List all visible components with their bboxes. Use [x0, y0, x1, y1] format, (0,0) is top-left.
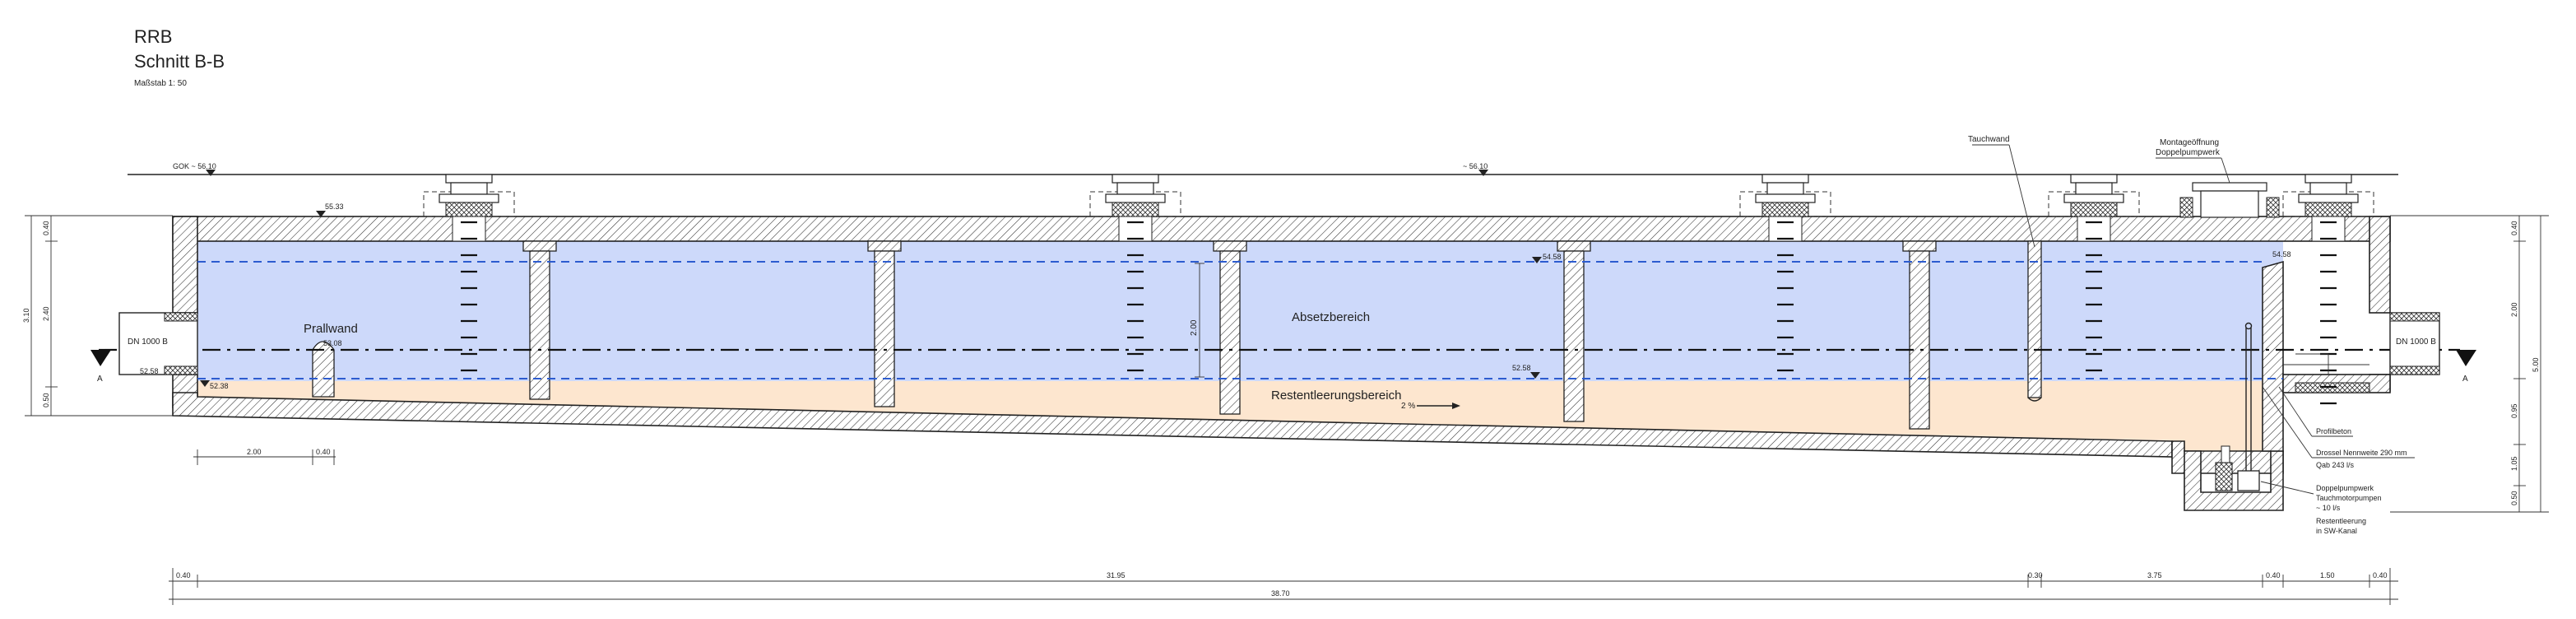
section-mark-right-label: A [2462, 375, 2468, 384]
left-vertical-dimensions: 0.40 2.40 0.50 3.10 [22, 215, 173, 417]
outlet-dn-label: DN 1000 B [2396, 337, 2436, 347]
bottom-dim-5: 0.40 [2266, 571, 2281, 579]
profilbeton-label: Profilbeton [2316, 427, 2351, 435]
prallwand: Prallwand 53.08 [304, 322, 358, 398]
gok-level-label: GOK ~ 56.10 [173, 162, 216, 170]
restentleerung-area [197, 381, 2283, 451]
left-v-dim-3: 0.50 [42, 393, 50, 407]
bottom-dimension-chain: 0.40 31.95 0.30 3.75 0.40 1.50 0.40 38.7… [169, 568, 2398, 605]
invert-inlet-label: 52.58 [140, 367, 159, 375]
absetz-height-dimension: 2.00 [1190, 263, 1204, 378]
section-mark-left-label: A [97, 375, 103, 384]
tauchwand: Tauchwand [1968, 135, 2042, 402]
support-columns [522, 240, 1937, 430]
restentleerung-label: Restentleerungsbereich [1271, 389, 1401, 403]
section-marker-right: A [2456, 350, 2476, 384]
section-arrow-left-icon [91, 350, 111, 366]
bottom-dim-2: 31.95 [1107, 571, 1126, 579]
bottom-dim-6: 1.50 [2320, 571, 2335, 579]
absetzbereich-label: Absetzbereich [1292, 310, 1370, 324]
small-dim-label-2: 0.40 [316, 448, 331, 456]
right-v-dim-4: 1.05 [2510, 456, 2518, 471]
ground-line: GOK ~ 56.10 ~ 56.10 [128, 162, 2398, 176]
column [1902, 240, 1937, 430]
pump-label-2: Tauchmotorpumpen [2316, 494, 2382, 502]
bottom-dim-total: 38.70 [1271, 589, 1290, 598]
prallwand-level-label: 53.08 [323, 339, 342, 347]
drossel-label-2: Qab 243 l/s [2316, 461, 2355, 469]
montage-label-1: Montageöffnung [2160, 138, 2219, 147]
manholes [423, 174, 2374, 405]
right-vertical-dimensions: 0.40 2.00 0.95 1.05 0.50 5.00 [2390, 215, 2549, 513]
column [522, 240, 557, 400]
right-v-dim-3: 0.95 [2510, 403, 2518, 418]
slope-label: 2 % [1401, 402, 1415, 411]
level-marker-icon [200, 380, 210, 387]
concrete-structure [172, 216, 2391, 511]
left-v-dim-1: 0.40 [42, 221, 50, 235]
drawing-scale: Maßstab 1: 50 [134, 79, 187, 88]
pump-label-4: Restentleerung [2316, 517, 2366, 525]
slope-arrow-icon [1452, 403, 1460, 409]
max-water-level-label: 54.58 [1543, 253, 1562, 261]
level-marker-icon [1530, 372, 1540, 379]
level-markers: 55.33 54.58 54.58 52.58 52.38 [200, 202, 2291, 390]
roof-level-label: 55.33 [325, 202, 344, 211]
inlet-dn-label: DN 1000 B [128, 337, 168, 347]
pump-label-3: ~ 10 l/s [2316, 504, 2341, 512]
drawing-subtitle: Schnitt B-B [134, 51, 225, 72]
level-marker-icon [316, 211, 326, 217]
bottom-dim-1: 0.40 [176, 571, 191, 579]
pump-label-5: in SW-Kanal [2316, 527, 2357, 535]
left-v-dim-2: 2.40 [42, 306, 50, 321]
tauchwand-label: Tauchwand [1968, 135, 2010, 144]
section-arrow-right-icon [2456, 350, 2476, 366]
floor-left-level-label: 52.38 [210, 382, 229, 390]
invert-mid-label: 52.58 [1512, 364, 1531, 372]
manhole [1089, 174, 1181, 372]
gok-level-marker-icon [206, 170, 216, 176]
small-dim-label-1: 2.00 [247, 448, 262, 456]
drossel-label-1: Drossel Nennweite 290 mm [2316, 449, 2407, 457]
montage-label-2: Doppelpumpwerk [2156, 148, 2221, 157]
montage-opening: Montageöffnung Doppelpumpwerk [2156, 138, 2280, 218]
bottom-dim-7: 0.40 [2373, 571, 2388, 579]
column [1557, 240, 1591, 422]
manhole [423, 174, 515, 372]
pump-callouts: Profilbeton Drossel Nennweite 290 mm Qab… [2260, 386, 2415, 535]
slope-indicator: 2 % [1401, 402, 1460, 411]
top-level-marker-icon [1478, 170, 1488, 176]
right-v-dim-1: 0.40 [2510, 221, 2518, 235]
section-marker-left: A [91, 350, 111, 384]
right-v-dim-5: 0.50 [2510, 491, 2518, 505]
outlet-pipe: DN 1000 B [2389, 312, 2440, 375]
manhole [1739, 174, 1831, 372]
column [1213, 240, 1247, 415]
bottom-dim-4: 3.75 [2147, 571, 2162, 579]
bottom-dim-3: 0.30 [2028, 571, 2043, 579]
pump-equipment [2215, 322, 2369, 491]
inlet-pipe: DN 1000 B 52.58 [118, 312, 198, 375]
absetz-height-label: 2.00 [1190, 319, 1199, 336]
manhole [2282, 174, 2374, 405]
pump-label-1: Doppelpumpwerk [2316, 484, 2374, 492]
level-marker-icon [1532, 257, 1542, 263]
drawing-title: RRB [134, 26, 172, 47]
right-v-dim-total: 5.00 [2532, 357, 2540, 372]
manhole [2048, 174, 2140, 372]
left-v-dim-total: 3.10 [22, 308, 30, 323]
small-dimension-chain: 2.00 0.40 [193, 448, 336, 465]
prallwand-label: Prallwand [304, 322, 358, 336]
max-water-right-label: 54.58 [2272, 250, 2291, 258]
column [867, 240, 902, 407]
top-level-label: ~ 56.10 [1463, 162, 1488, 170]
right-v-dim-2: 2.00 [2510, 302, 2518, 317]
